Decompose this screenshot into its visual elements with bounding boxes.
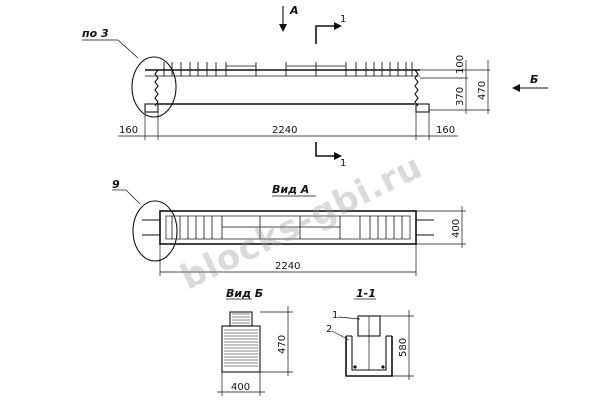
view-b-arrow-label: Б (530, 73, 538, 86)
break-line-right (414, 69, 419, 107)
plan-rebar-cells (171, 216, 403, 239)
rebar-ticks (163, 62, 413, 76)
plan-callout-leader (125, 189, 141, 205)
section-rebar-dot-left (353, 365, 357, 369)
detail-circle-plan (132, 200, 178, 262)
end-support-right (415, 103, 430, 113)
plan-inner-outline (165, 215, 411, 240)
section-1-mark-top (315, 25, 340, 44)
detail-circle-left (131, 56, 177, 118)
section-1-1: 1-1 1 2 580 (326, 287, 414, 380)
section-1-label-top: 1 (340, 14, 346, 25)
plan-title: Вид А (272, 183, 309, 196)
break-line-left (154, 69, 159, 107)
plan-view-a: Вид А 9 400 2240 (112, 178, 466, 276)
plan-dim-width: 400 (451, 219, 462, 238)
section-title: 1-1 (356, 287, 376, 300)
dim-right-end: 160 (436, 125, 455, 136)
section-trough-outer (345, 336, 393, 377)
section-dim-height: 580 (398, 338, 409, 357)
view-b-body (221, 325, 261, 373)
end-support-left (144, 103, 159, 113)
dim-left-end: 160 (119, 125, 138, 136)
dim-top: 100 (455, 55, 466, 74)
view-b-dim-height: 470 (277, 335, 288, 354)
plan-dim-length: 2240 (275, 261, 300, 272)
section-callout-1: 1 (332, 310, 338, 321)
section-rebar-dot-right (381, 365, 385, 369)
section-callout-2-leader (331, 330, 350, 341)
callout-leader (117, 39, 139, 59)
view-b: Вид Б 470 400 (217, 287, 293, 396)
dim-length: 2240 (272, 125, 297, 136)
section-1-mark-bottom (315, 142, 340, 157)
section-callout-1-leader (337, 316, 361, 320)
view-b-hatching (224, 313, 258, 367)
section-callout-2: 2 (326, 324, 332, 335)
view-b-title: Вид Б (226, 287, 263, 300)
view-a-arrow-head (279, 24, 287, 32)
section-1-label-bottom: 1 (340, 158, 346, 169)
plan-outline (159, 210, 417, 245)
elevation-callout-label: по 3 (82, 27, 109, 40)
view-a-arrow-label: A (289, 4, 299, 17)
view-b-dim-width: 400 (231, 382, 250, 393)
dim-body: 370 (455, 87, 466, 106)
plan-callout-label: 9 (112, 178, 120, 191)
view-b-arrow-head (512, 84, 520, 92)
watermark: blocks-gbi.ru (174, 147, 429, 299)
section-1-arrow-top (334, 22, 342, 30)
section-1-arrow-bottom (334, 152, 342, 160)
elevation-view: A 1 1 по 3 160 2240 160 (82, 4, 548, 169)
dim-total-height: 470 (477, 81, 488, 100)
